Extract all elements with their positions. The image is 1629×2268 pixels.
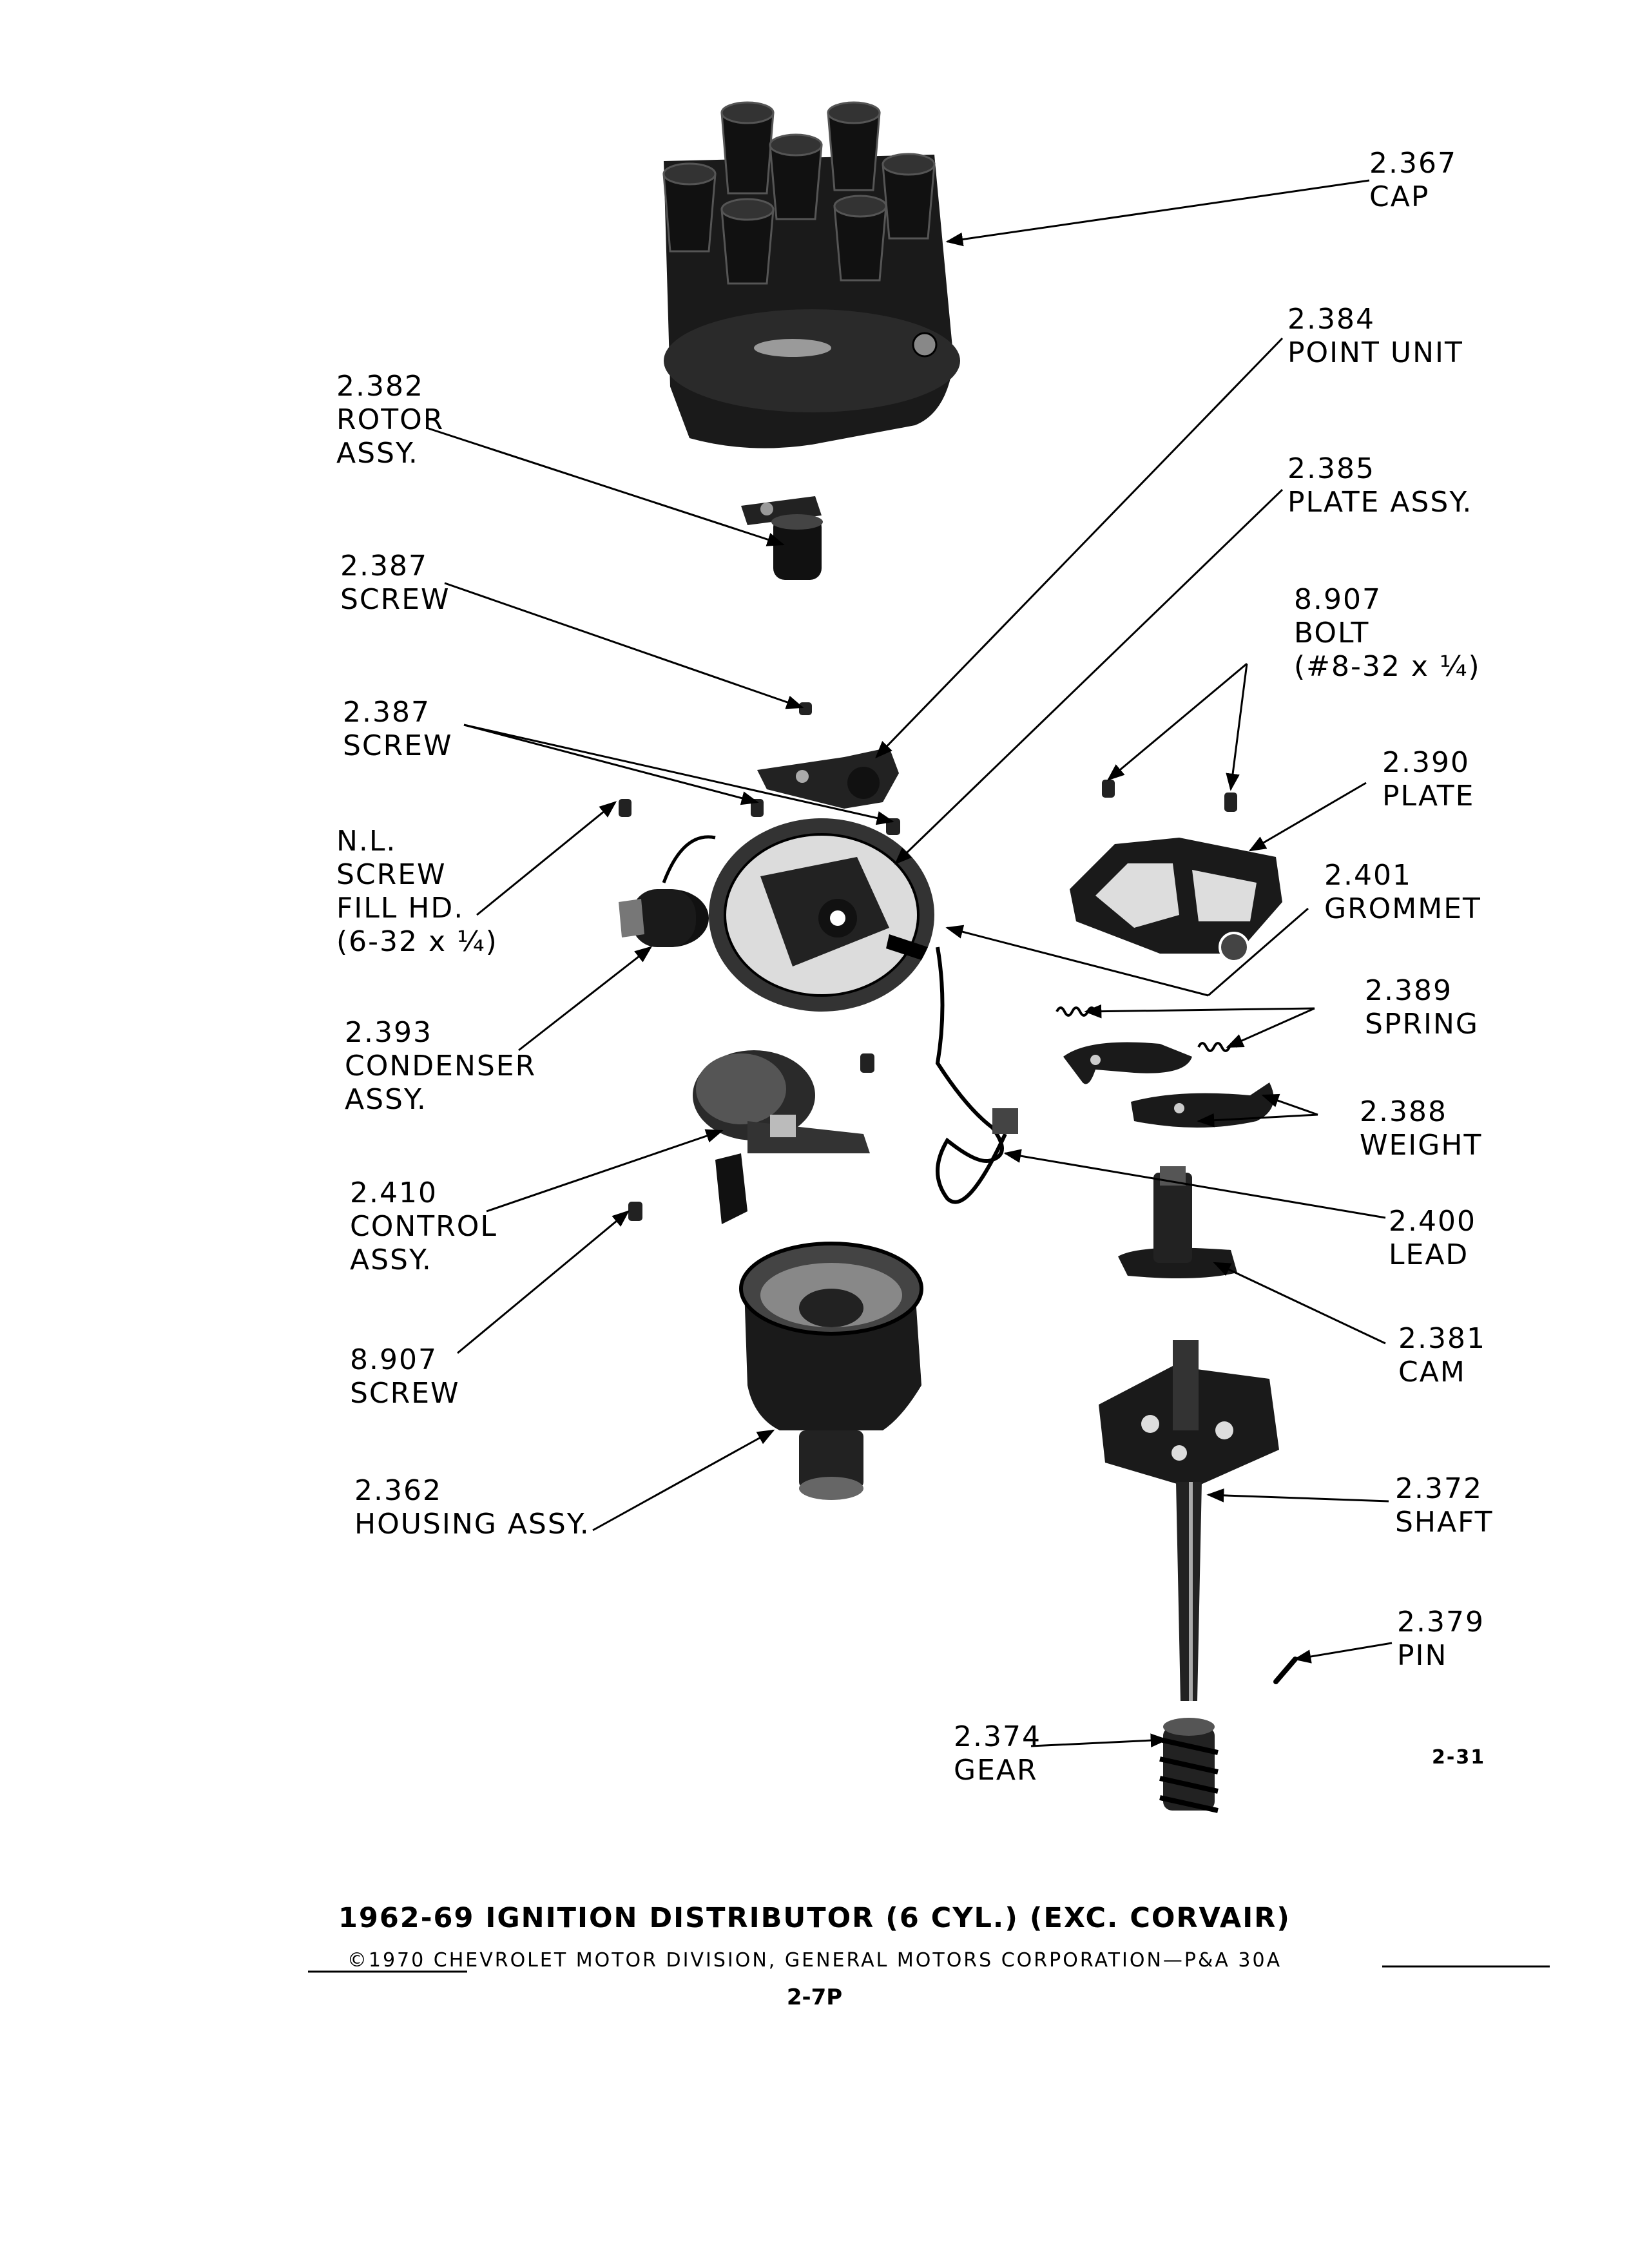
control-part [693, 1050, 870, 1224]
shaft-part [1099, 1340, 1279, 1701]
breaker-plate-part [709, 818, 934, 1012]
page-number: 2-7P [786, 1984, 843, 2010]
leader-lines [428, 179, 1393, 1747]
page-title: 1962-69 IGNITION DISTRIBUTOR (6 CYL.) (E… [338, 1902, 1291, 1934]
plate-part [1070, 838, 1282, 963]
cap-part [662, 101, 960, 448]
pin-part [1273, 1657, 1298, 1684]
rotor-part [741, 496, 823, 580]
housing-part [739, 1242, 923, 1500]
leader-lines-extra [945, 907, 1309, 997]
figure-number: 2-31 [1432, 1746, 1486, 1769]
copyright-line: ©1970 CHEVROLET MOTOR DIVISION, GENERAL … [347, 1949, 1282, 1972]
lead-wire [935, 947, 1007, 1204]
gear-part [1159, 1718, 1219, 1813]
point-unit-part [757, 747, 899, 809]
cam-part [1118, 1166, 1237, 1278]
condenser-part [619, 835, 716, 947]
weights-part [1063, 1042, 1274, 1128]
lead-terminal [992, 1108, 1018, 1134]
